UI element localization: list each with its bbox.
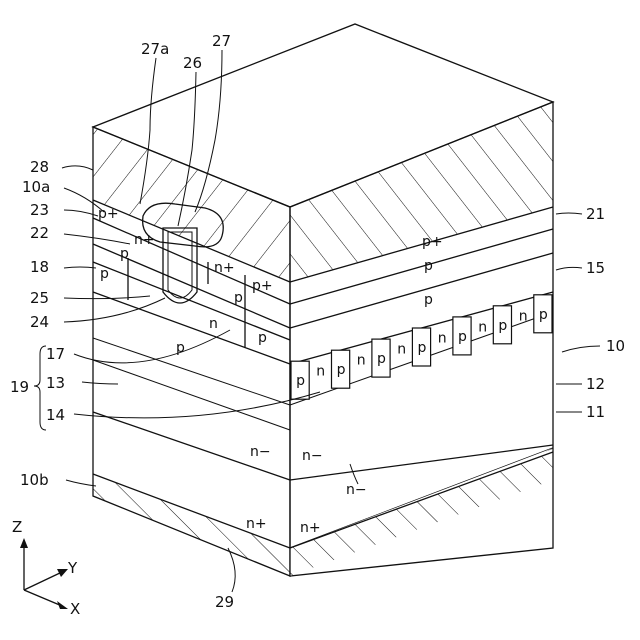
doping-right-n-plus-sub: n+ <box>300 520 321 536</box>
label-29: 29 <box>215 593 234 611</box>
label-18: 18 <box>30 258 49 276</box>
front-face <box>93 127 290 576</box>
right-pillar-label: p <box>337 362 346 378</box>
doping-front-p-18: p <box>100 266 109 282</box>
right-face-pillars: pnpnpnpnpnpnp <box>291 295 552 399</box>
right-pillar-label: p <box>539 307 548 323</box>
right-pillar-label: p <box>458 329 467 345</box>
right-pillar-label: n <box>478 319 487 335</box>
axis-x-label: X <box>70 600 80 618</box>
label-26: 26 <box>183 54 202 72</box>
doping-right-p-top: p <box>424 258 433 274</box>
right-pillar-label: n <box>397 342 406 358</box>
label-19: 19 <box>10 378 29 396</box>
coordinate-axes: Z Y X <box>12 518 80 618</box>
right-pillar-label: p <box>418 340 427 356</box>
label-24: 24 <box>30 313 49 331</box>
label-28: 28 <box>30 158 49 176</box>
doping-front-p-right: p <box>234 290 243 306</box>
label-21: 21 <box>586 205 605 223</box>
label-12: 12 <box>586 375 605 393</box>
right-pillar-label: n <box>357 353 366 369</box>
right-pillar-label: p <box>498 318 507 334</box>
label-13: 13 <box>46 374 65 392</box>
right-pillar-label: p <box>296 373 305 389</box>
doping-right-p-plus: p+ <box>422 234 443 250</box>
doping-right-n-minus-low: n− <box>346 482 367 498</box>
right-pillar-label: p <box>377 351 386 367</box>
label-10a: 10a <box>22 178 50 196</box>
axis-y-label: Y <box>67 559 78 577</box>
right-pillar-label: n <box>519 308 528 324</box>
label-25: 25 <box>30 289 49 307</box>
label-15: 15 <box>586 259 605 277</box>
label-27: 27 <box>212 32 231 50</box>
label-27a: 27a <box>141 40 169 58</box>
doping-front-n-plus-right: n+ <box>214 260 235 276</box>
doping-front-p-plus: p+ <box>98 206 119 222</box>
label-10: 10 <box>606 337 625 355</box>
label-22: 22 <box>30 224 49 242</box>
label-17: 17 <box>46 345 65 363</box>
doping-front-p-lower: p <box>176 340 185 356</box>
axis-z-label: Z <box>12 518 22 536</box>
doping-front-p-plus-right: p+ <box>252 278 273 294</box>
doping-front-p-mid: p <box>258 330 267 346</box>
doping-front-n-plus-sub: n+ <box>246 516 267 532</box>
doping-front-p-22: p <box>120 246 129 262</box>
doping-front-n-minus: n− <box>250 444 271 460</box>
label-23: 23 <box>30 201 49 219</box>
label-10b: 10b <box>20 471 49 489</box>
doping-front-n-mid: n <box>209 316 218 332</box>
right-electrode-band <box>290 102 553 282</box>
label-14: 14 <box>46 406 65 424</box>
right-pillar-label: n <box>316 364 325 380</box>
right-pillar-label: n <box>438 331 447 347</box>
label-11: 11 <box>586 403 605 421</box>
doping-front-n-plus: n+ <box>134 232 155 248</box>
doping-right-n-minus-top: n− <box>302 448 323 464</box>
doping-right-p-mid: p <box>424 292 433 308</box>
